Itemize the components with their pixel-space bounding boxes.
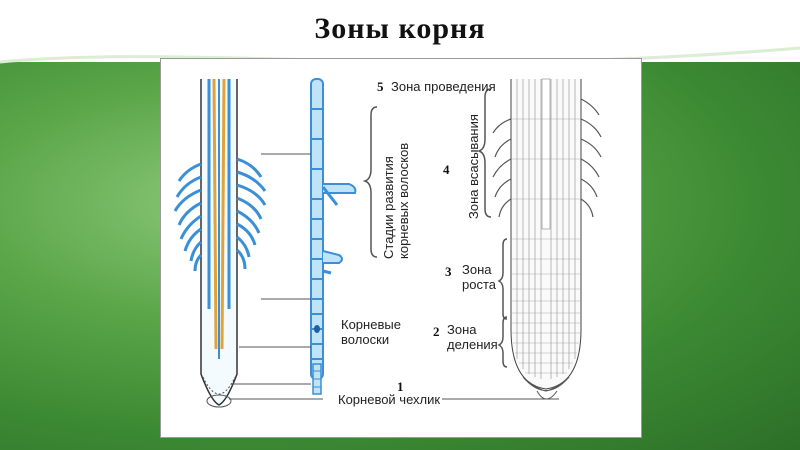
label-root-cap: Корневой чехлик: [336, 392, 443, 407]
slide-title: Зоны корня: [314, 12, 486, 45]
root-zones-figure: 5 4 3 2 1 Зона проведения Зона роста Зон…: [160, 58, 642, 438]
label-stages-line1: Стадии развития: [381, 156, 396, 259]
label-conduction-zone: Зона проведения: [391, 79, 496, 94]
label-root-hairs: Корневые волоски: [341, 317, 401, 347]
hair-development-stages: [310, 78, 357, 395]
label-growth-zone-line2: роста: [462, 277, 496, 292]
number-3: 3: [445, 264, 452, 279]
number-2: 2: [433, 324, 440, 339]
label-root-hairs-line2: волоски: [341, 332, 390, 347]
braces: [362, 88, 508, 368]
label-division-zone-line1: Зона: [447, 322, 477, 337]
number-5: 5: [377, 79, 384, 94]
label-absorption-zone: Зона всасывания: [466, 114, 481, 219]
whole-root: [173, 78, 267, 408]
number-1: 1: [397, 379, 404, 394]
number-4: 4: [443, 162, 450, 177]
label-growth-zone: Зона роста: [462, 262, 496, 292]
label-stages: Стадии развития корневых волосков: [381, 143, 411, 259]
root-section: [492, 78, 602, 400]
label-growth-zone-line1: Зона: [462, 262, 492, 277]
label-division-zone: Зона деления: [447, 322, 498, 352]
root-drawing: [173, 78, 602, 408]
label-root-hairs-line1: Корневые: [341, 317, 401, 332]
label-division-zone-line2: деления: [447, 337, 498, 352]
connector-lines: [229, 153, 559, 400]
label-stages-line2: корневых волосков: [396, 142, 411, 259]
